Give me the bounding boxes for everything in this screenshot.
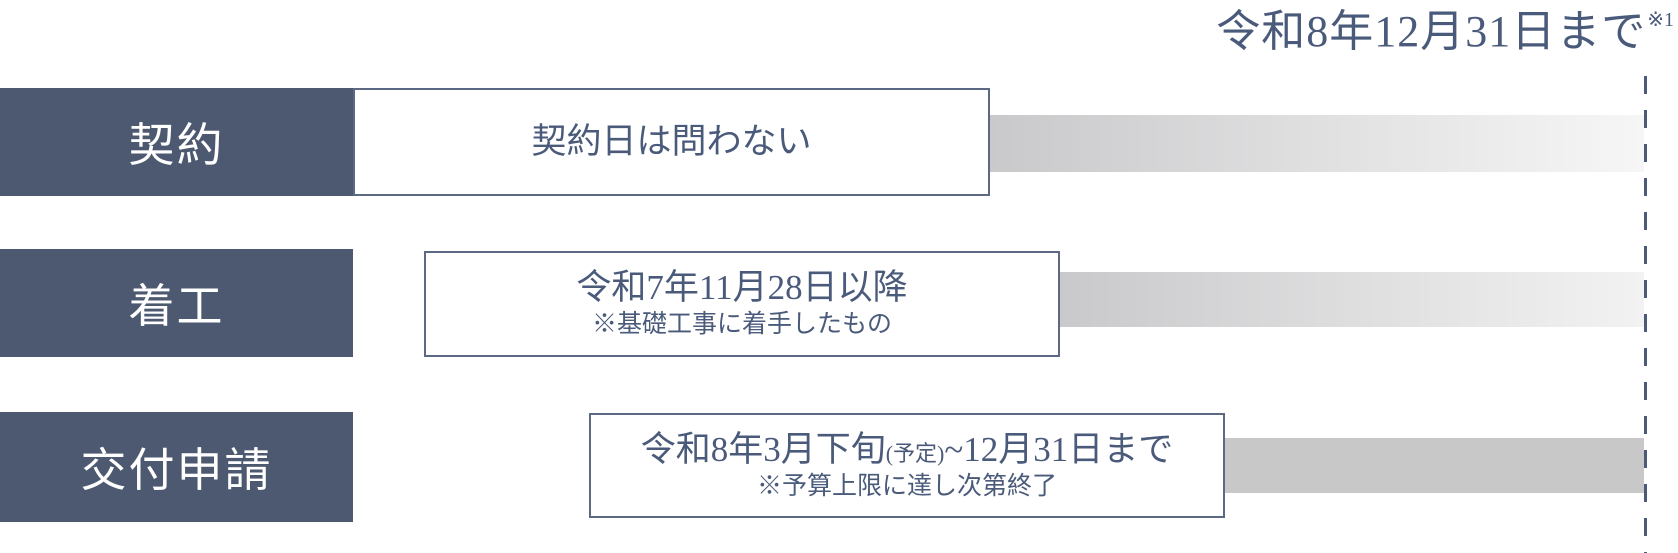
footnote-marker: ※1 xyxy=(1647,9,1674,31)
row-label-construction-start: 着工 xyxy=(0,249,353,357)
grant-application-period-suffix: ~12月31日まで xyxy=(944,429,1174,469)
construction-start-date-text: 令和7年11月28日以降 xyxy=(576,268,908,308)
row-label-text: 契約 xyxy=(128,120,225,171)
construction-start-period-box: 令和7年11月28日以降 ※基礎工事に着手したもの xyxy=(424,251,1060,357)
construction-start-note-text: ※基礎工事に着手したもの xyxy=(591,311,892,339)
grant-application-period-bar xyxy=(1223,438,1644,493)
grant-application-note-text: ※予算上限に達し次第終了 xyxy=(756,472,1057,500)
contract-period-text: 契約日は問わない xyxy=(531,122,812,161)
deadline-heading: 令和8年12月31日まで※1 xyxy=(1216,6,1674,59)
deadline-text: 令和8年12月31日まで xyxy=(1216,7,1647,56)
grant-application-period-box: 令和8年3月下旬(予定)~12月31日まで ※予算上限に達し次第終了 xyxy=(589,413,1225,518)
deadline-dashed-line xyxy=(1644,76,1647,553)
row-label-grant-application: 交付申請 xyxy=(0,412,353,522)
row-label-contract: 契約 xyxy=(0,88,353,196)
contract-period-bar xyxy=(990,115,1644,172)
contract-period-box: 契約日は問わない xyxy=(353,88,990,196)
grant-application-period-text: 令和8年3月下旬(予定)~12月31日まで xyxy=(641,429,1174,471)
row-label-text: 交付申請 xyxy=(80,445,273,496)
grant-application-period-prefix: 令和8年3月下旬 xyxy=(640,429,886,469)
row-label-text: 着工 xyxy=(128,281,225,332)
grant-application-period-small: (予定) xyxy=(885,440,945,466)
construction-start-period-bar xyxy=(1058,272,1644,327)
